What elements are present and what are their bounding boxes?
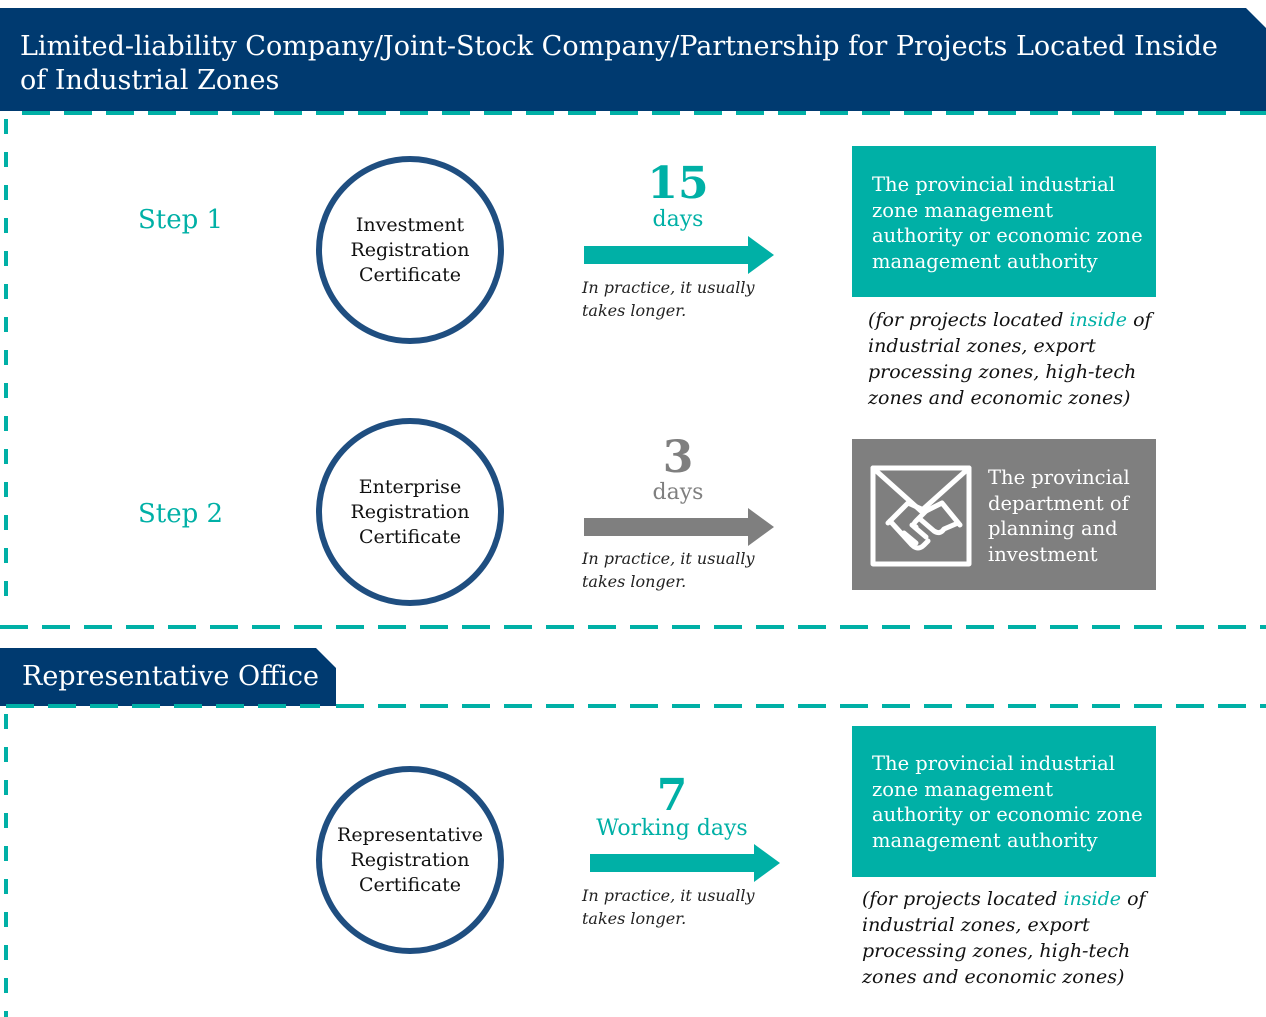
rep-certificate-circle: Representative Registration Certificate bbox=[316, 766, 504, 954]
step2-duration-number: 3 bbox=[662, 432, 694, 483]
rep-certificate: Representative Registration Certificate bbox=[337, 823, 483, 896]
rep-scope-post: of industrial zones, export processing z… bbox=[862, 888, 1146, 988]
handshake-icon bbox=[870, 465, 972, 567]
step1-practice-note: In practice, it usually takes longer. bbox=[582, 278, 755, 320]
rep-authority-box: The provincial industrial zone managemen… bbox=[852, 726, 1156, 877]
step1-authority-box: The provincial industrial zone managemen… bbox=[852, 146, 1156, 297]
rep-practice-note: In practice, it usually takes longer. bbox=[582, 886, 755, 928]
step2-practice-note: In practice, it usually takes longer. bbox=[582, 549, 755, 591]
step1-scope-post: of industrial zones, export processing z… bbox=[868, 309, 1152, 409]
step1-scope-pre: (for projects located bbox=[868, 309, 1070, 331]
rep-scope-pre: (for projects located bbox=[862, 888, 1064, 910]
step1-arrow-icon bbox=[584, 236, 774, 274]
rep-authority: The provincial industrial zone managemen… bbox=[872, 752, 1143, 852]
rep-duration-number: 7 bbox=[656, 770, 688, 821]
section2-dashed-frame bbox=[4, 704, 1266, 1017]
step1-duration-number: 15 bbox=[647, 158, 709, 209]
rep-arrow-icon bbox=[590, 844, 780, 882]
header2-corner bbox=[316, 648, 336, 668]
step1-scope-note: (for projects located inside of industri… bbox=[868, 307, 1158, 411]
section2-header: Representative Office bbox=[0, 648, 336, 706]
step2-authority: The provincial department of planning an… bbox=[988, 466, 1130, 566]
step1-scope-highlight: inside bbox=[1069, 309, 1128, 331]
rep-duration-unit: Working days bbox=[596, 816, 748, 841]
step2-duration-unit: days bbox=[652, 480, 704, 505]
rep-scope-highlight: inside bbox=[1063, 888, 1122, 910]
step2-arrow-icon bbox=[584, 508, 774, 546]
section1-title: Limited-liability Company/Joint-Stock Co… bbox=[20, 31, 1218, 96]
step1-certificate-circle: Investment Registration Certificate bbox=[316, 156, 504, 344]
step2-label: Step 2 bbox=[138, 499, 224, 529]
step1-label: Step 1 bbox=[138, 205, 224, 235]
step1-certificate: Investment Registration Certificate bbox=[350, 213, 470, 286]
step1-authority: The provincial industrial zone managemen… bbox=[872, 173, 1143, 273]
section2-title: Representative Office bbox=[22, 661, 319, 692]
step2-certificate: Enterprise Registration Certificate bbox=[350, 475, 470, 548]
step2-authority-box: The provincial department of planning an… bbox=[852, 439, 1156, 590]
section1-header: Limited-liability Company/Joint-Stock Co… bbox=[0, 8, 1266, 111]
section1-dashed-frame bbox=[0, 111, 1266, 629]
header-corner bbox=[1246, 8, 1266, 28]
step1-duration-unit: days bbox=[652, 207, 704, 232]
rep-scope-note: (for projects located inside of industri… bbox=[862, 886, 1152, 990]
step2-certificate-circle: Enterprise Registration Certificate bbox=[316, 418, 504, 606]
